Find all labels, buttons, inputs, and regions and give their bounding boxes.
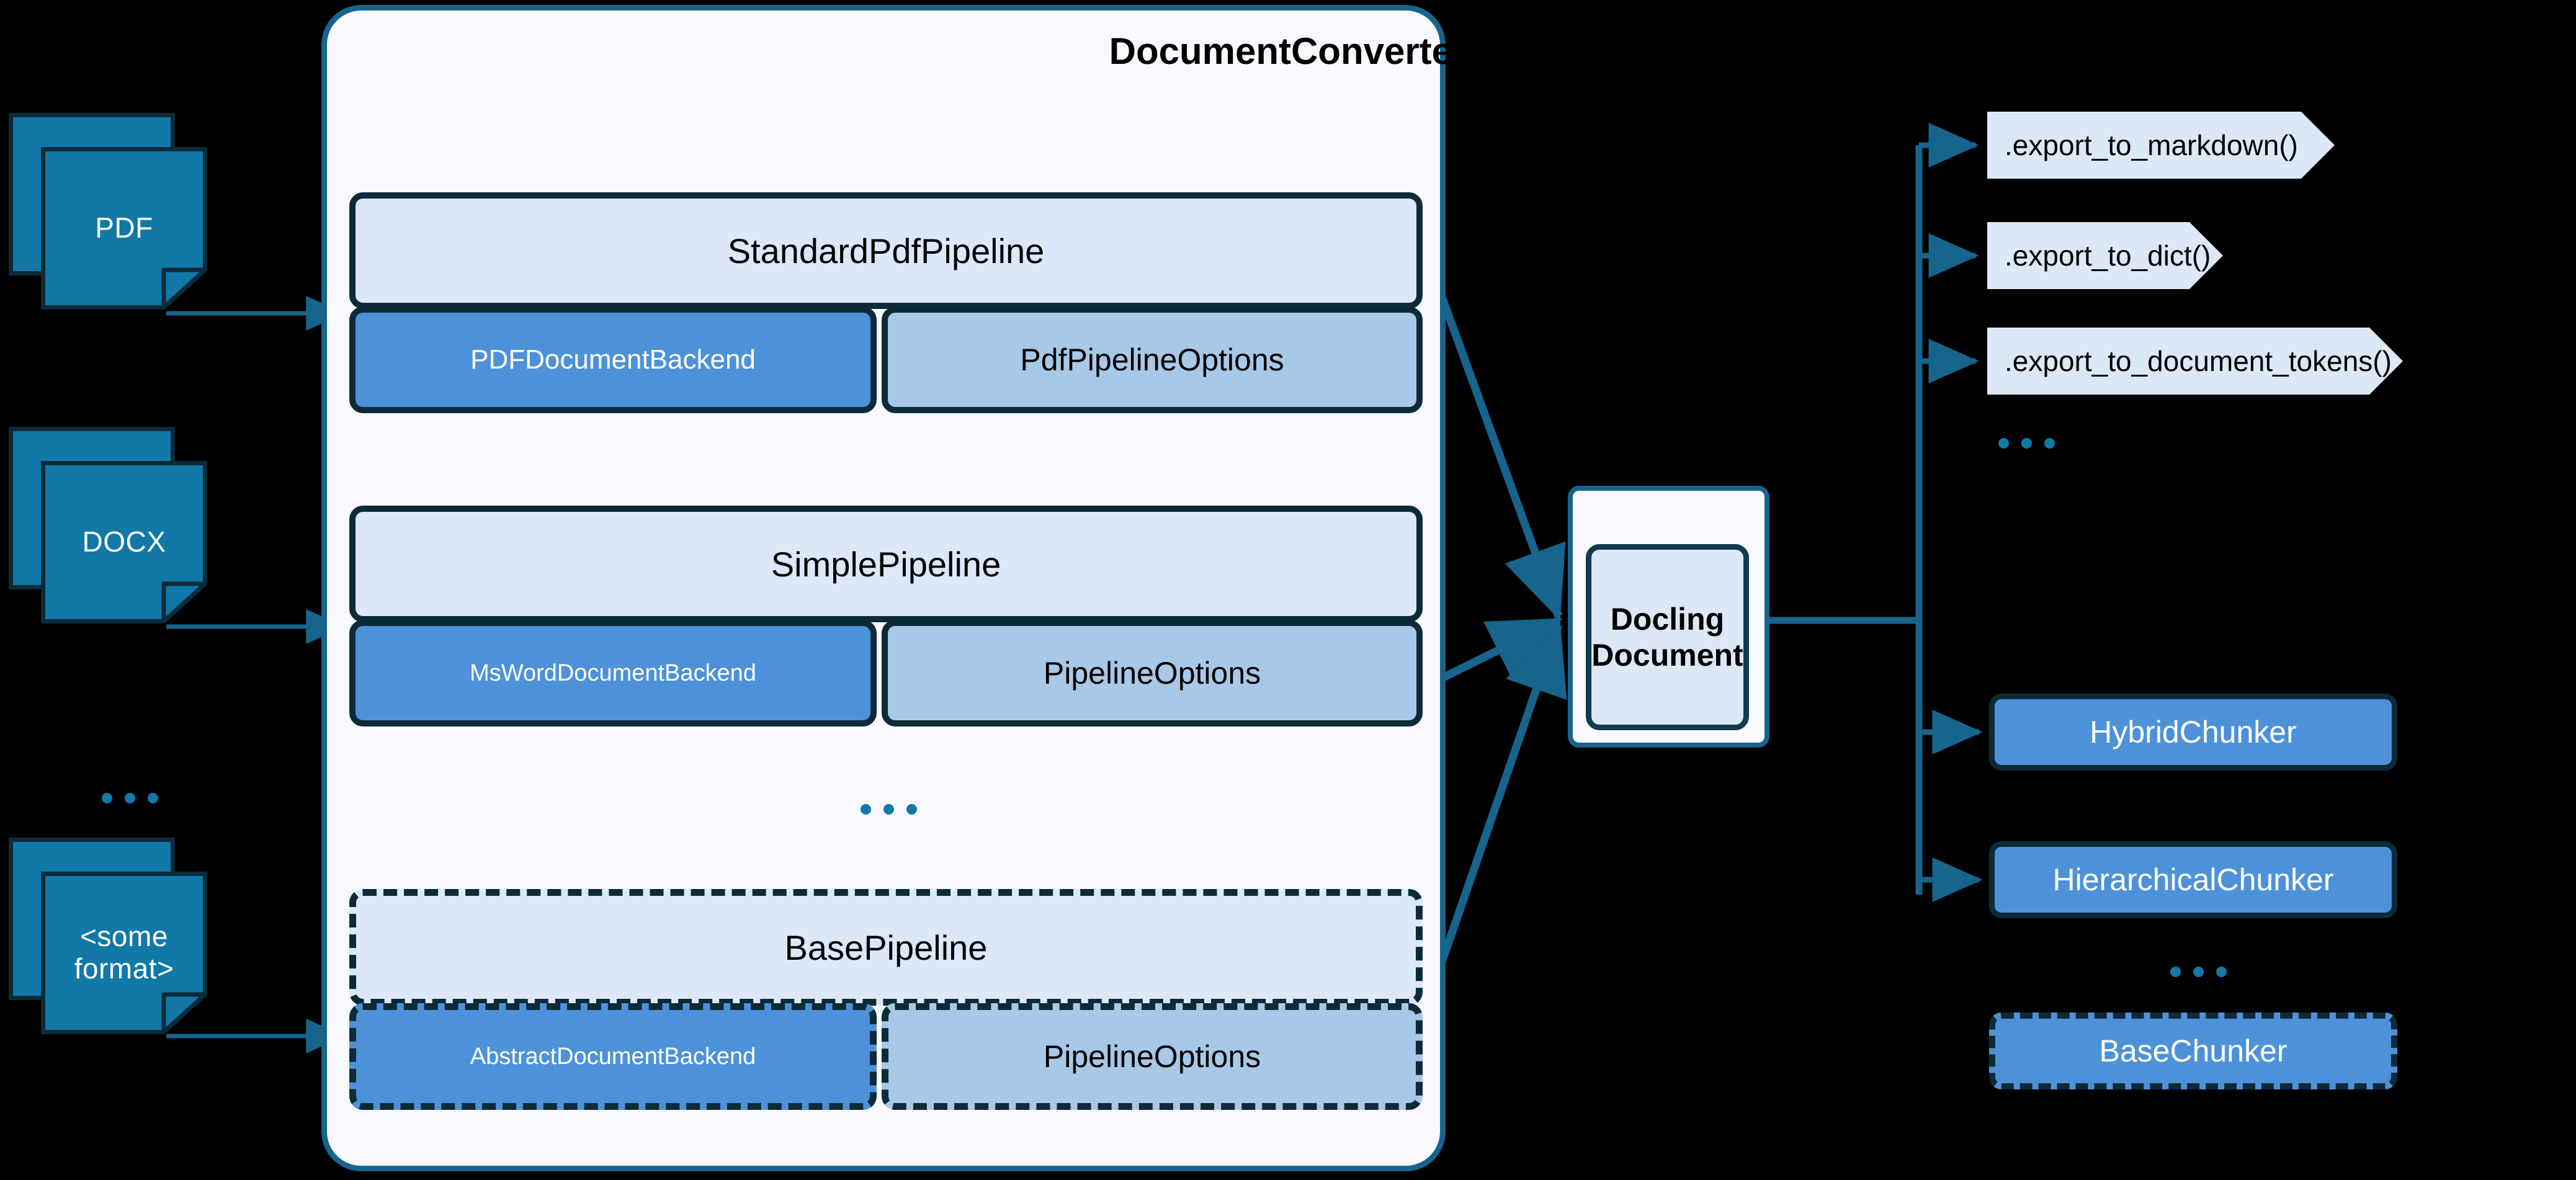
- pipeline-backend: MsWordDocumentBackend: [349, 620, 877, 726]
- converter-ellipsis: [861, 804, 917, 815]
- input-document-label: DOCX: [82, 525, 166, 558]
- pipeline-backend: PDFDocumentBackend: [349, 306, 877, 413]
- export-banner-markdown[interactable]: .export_to_markdown(): [1987, 112, 2335, 179]
- input-ellipsis: [102, 793, 158, 803]
- export-ellipsis: [1998, 438, 2055, 449]
- pipeline-base[interactable]: BasePipeline AbstractDocumentBackend Pip…: [349, 889, 1423, 1110]
- conversion-result-label: ConversionResult: [1568, 14, 1784, 44]
- pipeline-standard-pdf[interactable]: StandardPdfPipeline PDFDocumentBackend P…: [349, 192, 1423, 413]
- input-document-label: PDF: [95, 212, 153, 244]
- chunker-base[interactable]: BaseChunker: [1989, 1012, 2397, 1089]
- pipeline-header: StandardPdfPipeline: [349, 192, 1423, 309]
- pipeline-header: SimplePipeline: [349, 506, 1423, 622]
- chunker-hybrid[interactable]: HybridChunker: [1989, 694, 2397, 771]
- document-front-sheet: [41, 461, 207, 624]
- pipeline-options: PipelineOptions: [882, 620, 1423, 726]
- pipeline-options: PipelineOptions: [882, 1003, 1423, 1110]
- docling-document-box[interactable]: Docling Document: [1586, 544, 1749, 730]
- document-front-sheet: [41, 147, 207, 310]
- export-banner-dict[interactable]: .export_to_dict(): [1987, 222, 2223, 289]
- export-banner-document-tokens[interactable]: .export_to_document_tokens(): [1987, 328, 2403, 395]
- chunker-ellipsis: [2170, 967, 2227, 977]
- pipeline-backend: AbstractDocumentBackend: [349, 1003, 877, 1110]
- pipeline-simple[interactable]: SimplePipeline MsWordDocumentBackend Pip…: [349, 506, 1423, 726]
- pipeline-header: BasePipeline: [349, 889, 1423, 1006]
- document-front-sheet: [41, 872, 207, 1034]
- chunker-hierarchical[interactable]: HierarchicalChunker: [1989, 841, 2397, 918]
- input-document-label: <some format>: [74, 920, 174, 985]
- pipeline-options: PdfPipelineOptions: [882, 306, 1423, 413]
- page-title: DocumentConverter: [1109, 30, 1467, 72]
